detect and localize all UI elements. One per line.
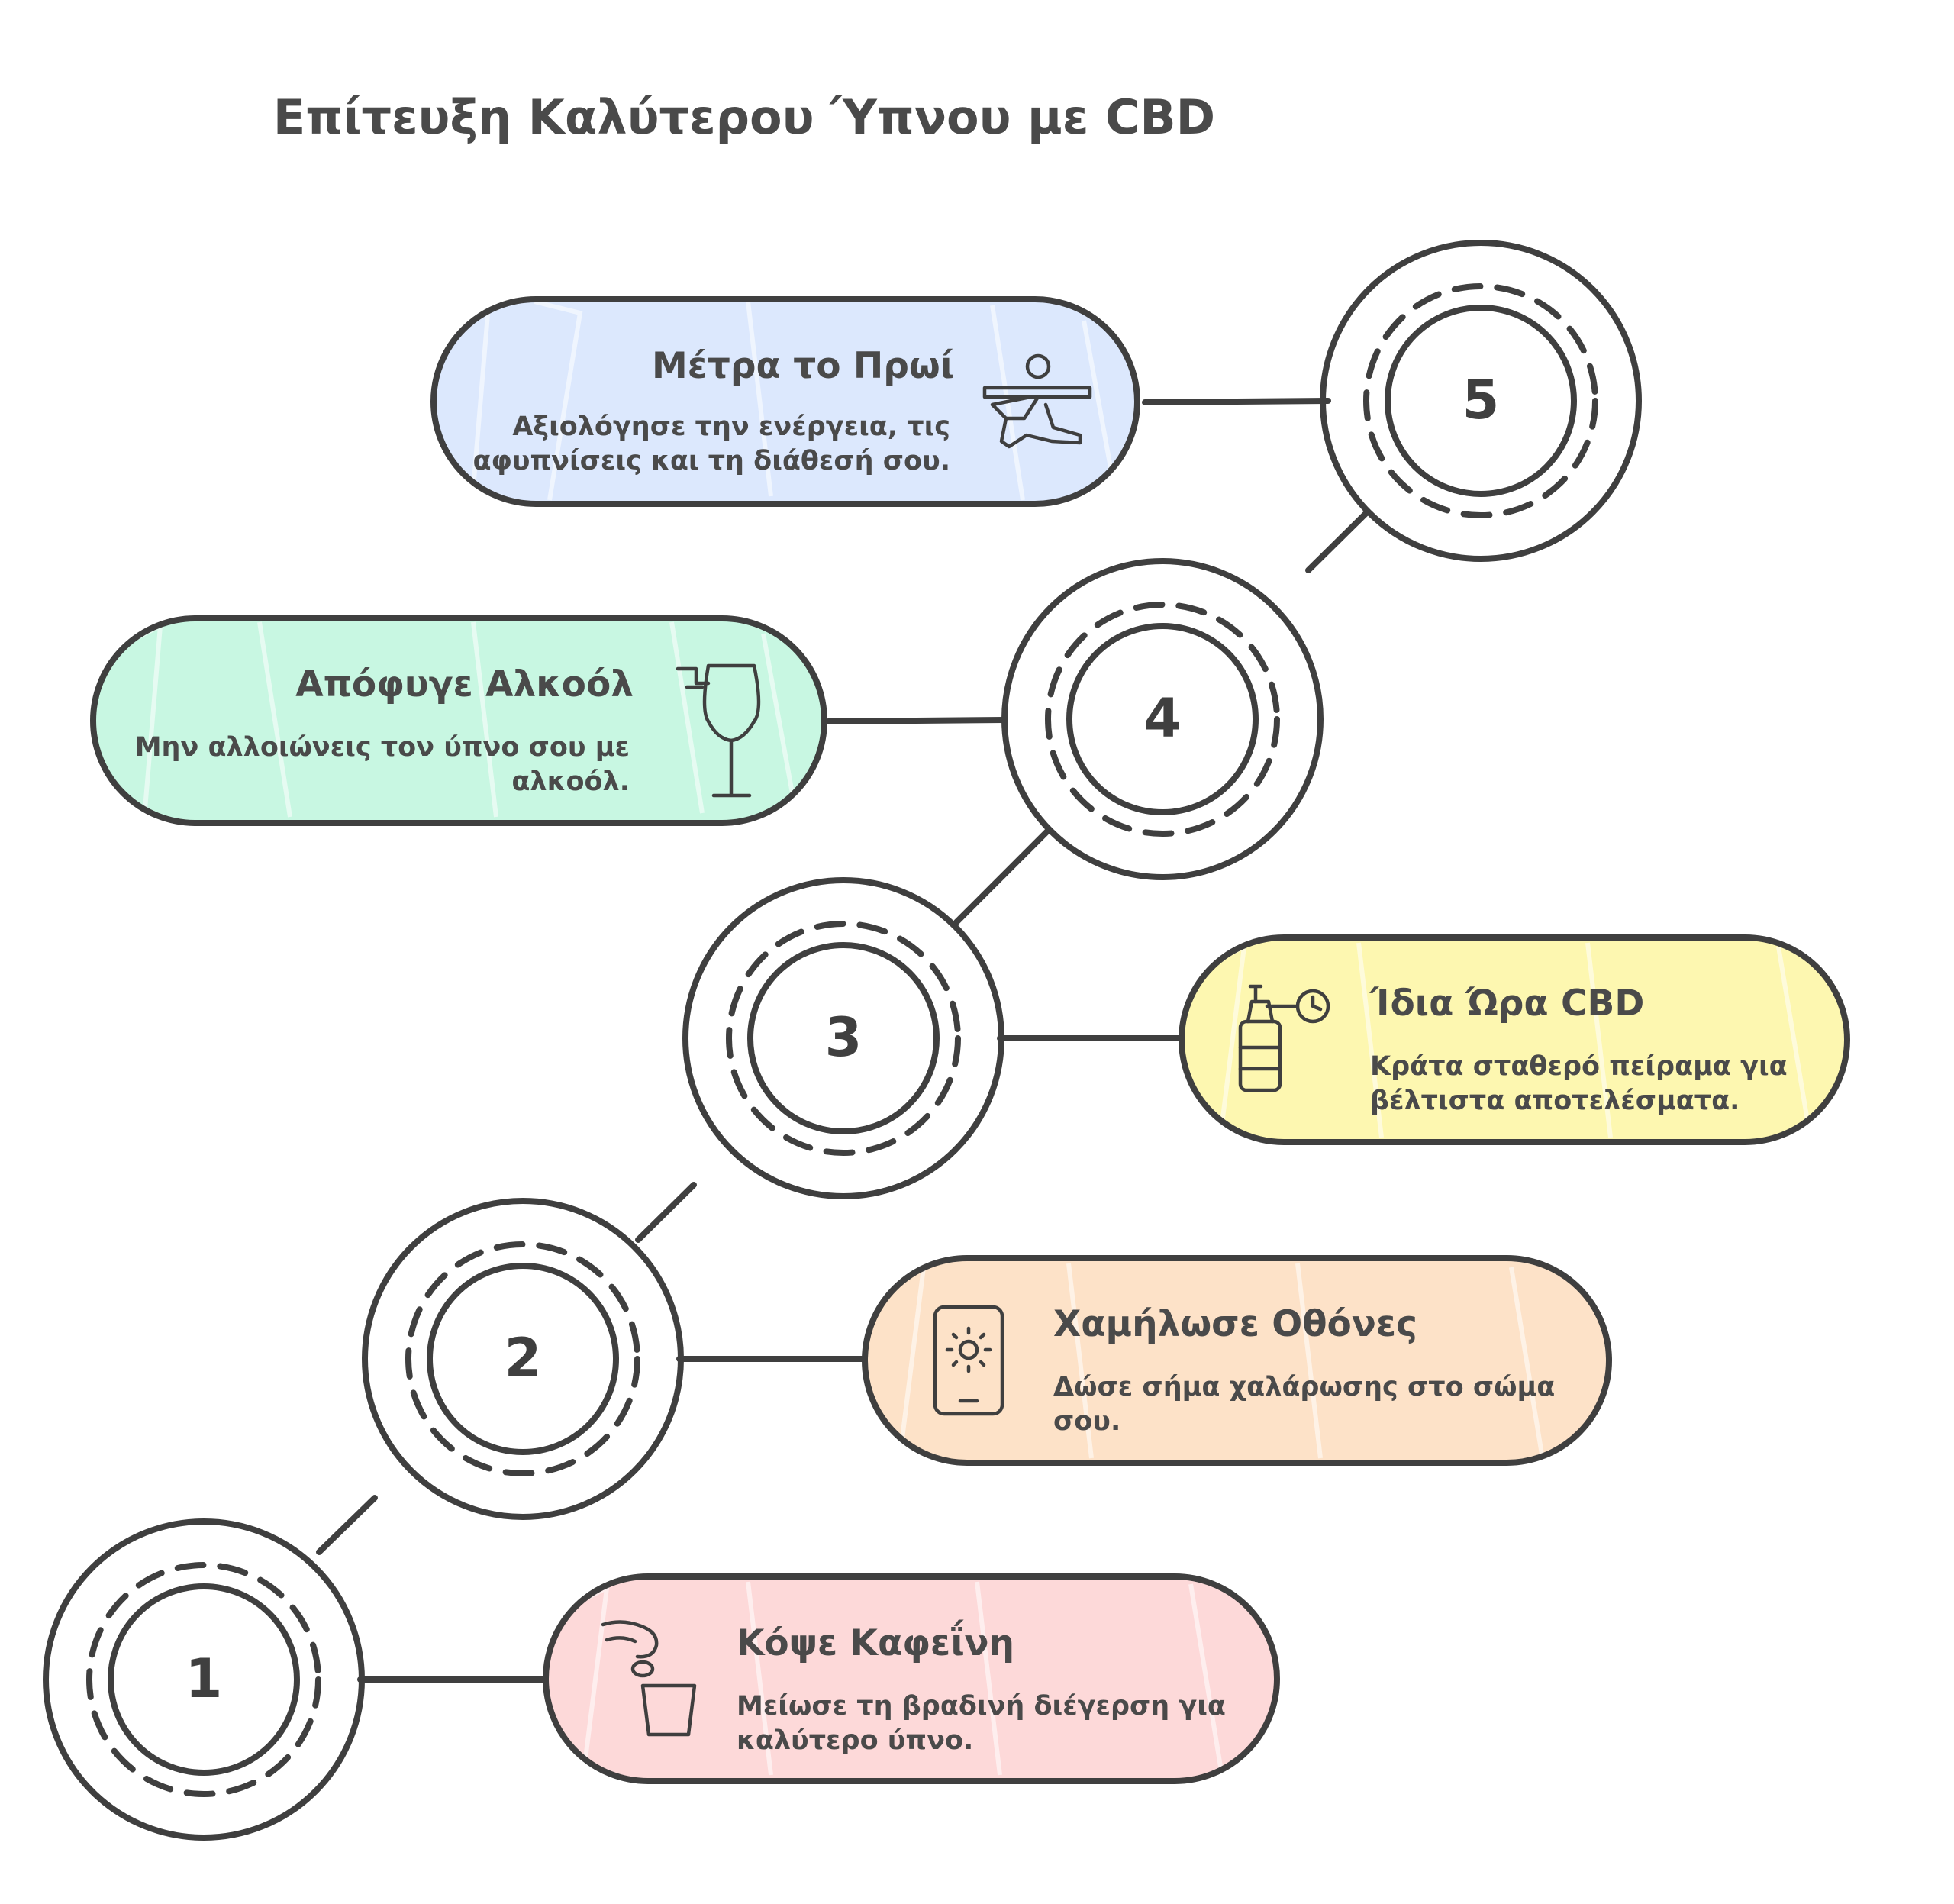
step-5: Μέτρα το Πρωί Αξιολόγησε την ενέργεια, τ… xyxy=(430,240,1642,562)
diagram-title: Επίτευξη Καλύτερου Ύπνου με CBD xyxy=(273,89,1215,145)
step-3-desc-line-2: βέλτιστα αποτελέσματα. xyxy=(1370,1086,1740,1116)
step-3-number: 3 xyxy=(825,1006,863,1069)
step-5-circle xyxy=(1320,240,1642,562)
step-1-desc-line-2: καλύτερο ύπνο. xyxy=(737,1725,973,1756)
step-4-desc-line-2: αλκοόλ. xyxy=(511,766,630,797)
step-5-title: Μέτρα το Πρωί xyxy=(652,345,954,387)
step-5-card xyxy=(430,296,1140,507)
step-2-number: 2 xyxy=(505,1327,542,1389)
step-5-number: 5 xyxy=(1462,369,1500,431)
step-1-number: 1 xyxy=(185,1647,223,1710)
step-4-title: Απόφυγε Αλκοόλ xyxy=(295,663,634,705)
coffee-cup-hand-icon xyxy=(601,1620,697,1737)
step-2-desc-line-1: Δώσε σήμα χαλάρωσης στο σώμα xyxy=(1053,1372,1555,1402)
step-3: Ίδια Ώρα CBD Κράτα σταθερό πείραμα για β… xyxy=(682,877,1850,1199)
step-2: Χαμήλωσε Οθόνες Δώσε σήμα χαλάρωσης στο … xyxy=(362,1198,1612,1520)
step-4-number: 4 xyxy=(1144,687,1182,750)
step-1-card xyxy=(543,1573,1280,1784)
step-1-circle xyxy=(43,1518,365,1841)
step-1-title: Κόψε Καφεΐνη xyxy=(737,1621,1014,1664)
step-4-connector xyxy=(825,717,1007,724)
step-4-card xyxy=(90,615,827,826)
stretching-person-icon xyxy=(982,353,1092,449)
step-4-desc-line-1: Μην αλλοιώνεις τον ύπνο σου με xyxy=(135,732,630,763)
dropper-bottle-clock-icon xyxy=(1238,984,1330,1092)
step-4-circle xyxy=(1001,558,1324,880)
step-2-circle xyxy=(362,1198,684,1520)
step-2-card xyxy=(862,1255,1612,1466)
step-1: Κόψε Καφεΐνη Μείωσε τη βραδινή διέγερση … xyxy=(43,1518,1280,1841)
wine-glass-icon xyxy=(676,663,761,798)
step-1-desc-line-1: Μείωσε τη βραδινή διέγερση για xyxy=(737,1691,1226,1722)
step-4: Απόφυγε Αλκοόλ Μην αλλοιώνεις τον ύπνο σ… xyxy=(90,558,1324,880)
step-5-connector xyxy=(1142,398,1331,405)
phone-brightness-icon xyxy=(933,1305,1004,1416)
step-3-title: Ίδια Ώρα CBD xyxy=(1369,983,1644,1025)
step-2-title: Χαμήλωσε Οθόνες xyxy=(1053,1303,1417,1345)
step-5-desc-line-2: αφυπνίσεις και τη διάθεσή σου. xyxy=(472,446,950,476)
step-5-desc-line-1: Αξιολόγησε την ενέργεια, τις xyxy=(512,411,950,442)
step-3-desc-line-1: Κράτα σταθερό πείραμα για xyxy=(1370,1051,1788,1082)
step-2-desc-line-2: σου. xyxy=(1053,1406,1120,1437)
diagonal-connectors xyxy=(316,510,1369,1555)
step-3-circle xyxy=(682,877,1004,1199)
